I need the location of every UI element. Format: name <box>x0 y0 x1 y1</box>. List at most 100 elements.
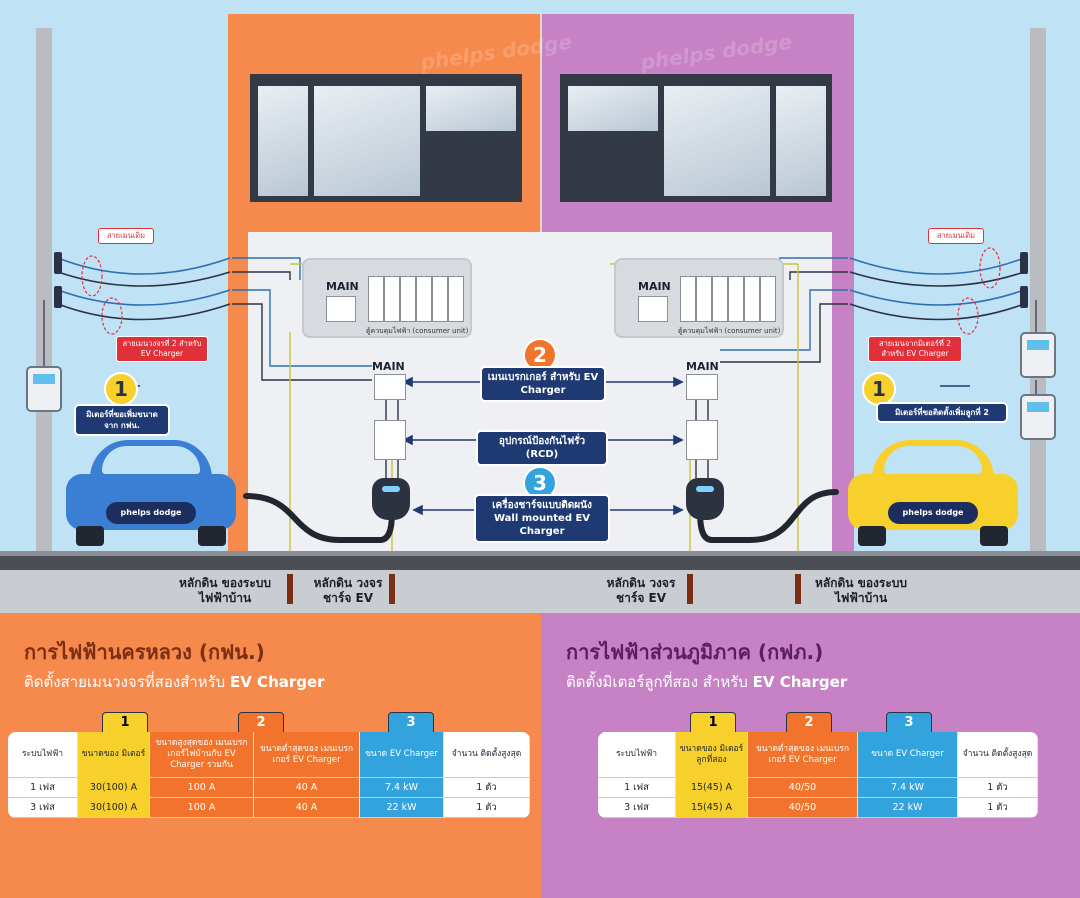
left-utility-pole <box>36 28 52 554</box>
mea-spec-table: ระบบไฟฟ้า ขนาดของ มิเตอร์ ขนาดสูงสุดของ … <box>8 732 530 818</box>
table-cell: 3 เฟส <box>598 798 676 818</box>
tag-second-wire-left: สายเมนวงจรที่ 2 สำหรับ EV Charger <box>116 336 208 362</box>
ground-right-house: หลักดิน ของระบบไฟฟ้าบ้าน <box>814 576 908 605</box>
table-cell: 1 ตัว <box>958 798 1038 818</box>
blue-ev-car: phelps dodge <box>66 440 236 546</box>
ground-rod <box>795 574 801 604</box>
callout-1-right-text: มิเตอร์ที่ขอติดตั้งเพิ่มลูกที่ 2 <box>876 402 1008 423</box>
callout-1-left-text: มิเตอร์ที่ขอเพิ่มขนาด จาก กฟน. <box>74 404 170 436</box>
header-cell: ขนาด EV Charger <box>360 732 444 778</box>
table-cell: 1 เฟส <box>598 778 676 798</box>
mea-subtitle: ติดตั้งสายเมนวงจรที่สองสำหรับ EV Charger <box>24 670 325 694</box>
ground-rod <box>687 574 693 604</box>
consumer-unit-left: MAIN ตู้ควบคุมไฟฟ้า (consumer unit) <box>302 258 472 338</box>
header-cell: ขนาด EV Charger <box>858 732 958 778</box>
header-cell: จำนวน ติดตั้งสูงสุด <box>444 732 530 778</box>
callout-rcd-text: อุปกรณ์ป้องกันไฟรั่ว (RCD) <box>476 430 608 466</box>
ground-left-house: หลักดิน ของระบบไฟฟ้าบ้าน <box>178 576 272 605</box>
ground-right-ev: หลักดิน วงจรชาร์จ EV <box>606 576 676 605</box>
mea-subtitle-text: ติดตั้งสายเมนวงจรที่สองสำหรับ <box>24 673 226 691</box>
ev-main-breaker-left <box>374 374 406 400</box>
pea-title: การไฟฟ้าส่วนภูมิภาค (กฟภ.) <box>566 640 824 664</box>
pea-subtitle-text: ติดตั้งมิเตอร์ลูกที่สอง สำหรับ <box>566 673 748 691</box>
main-label: MAIN <box>326 280 359 293</box>
consumer-unit-label: ตู้ควบคุมไฟฟ้า (consumer unit) <box>366 327 469 335</box>
table-cell: 7.4 kW <box>360 778 444 798</box>
table-cell: 100 A <box>150 778 254 798</box>
pea-subtitle: ติดตั้งมิเตอร์ลูกที่สอง สำหรับ EV Charge… <box>566 670 847 694</box>
table-cell: 1 เฟส <box>8 778 78 798</box>
header-cell: ขนาดต่ำสุดของ เมนเบรกเกอร์ EV Charger <box>748 732 858 778</box>
meter-right-second <box>1020 394 1056 440</box>
pea-tab-3: 3 <box>886 712 932 732</box>
main-label: MAIN <box>638 280 671 293</box>
table-cell: 15(45) A <box>676 798 748 818</box>
road-curb <box>0 556 1080 570</box>
tag-existing-wire-right: สายเมนเดิม <box>928 228 984 244</box>
car-logo: phelps dodge <box>888 502 978 524</box>
tag-existing-wire-left: สายเมนเดิม <box>98 228 154 244</box>
table-cell: 1 ตัว <box>444 798 530 818</box>
mea-tab-3: 3 <box>388 712 434 732</box>
table-cell: 22 kW <box>858 798 958 818</box>
mea-title: การไฟฟ้านครหลวง (กฟน.) <box>24 640 265 664</box>
callout-2-text: เมนเบรกเกอร์ สำหรับ EV Charger <box>480 366 606 402</box>
table-cell: 30(100) A <box>78 798 150 818</box>
ev-main-breaker-right <box>686 374 718 400</box>
main-breaker <box>326 296 356 322</box>
table-cell: 1 ตัว <box>958 778 1038 798</box>
consumer-unit-right: MAIN ตู้ควบคุมไฟฟ้า (consumer unit) <box>614 258 784 338</box>
callout-1-left-badge: 1 <box>104 372 138 406</box>
ground-rod <box>389 574 395 604</box>
callout-3-text: เครื่องชาร์จแบบติดผนัง Wall mounted EV C… <box>474 494 610 543</box>
table-cell: 30(100) A <box>78 778 150 798</box>
ev-main-label-right: MAIN <box>686 360 719 373</box>
header-cell: ขนาดสูงสุดของ เมนเบรกเกอร์ไฟบ้านกับ EV C… <box>150 732 254 778</box>
left-window <box>250 74 522 202</box>
table-cell: 22 kW <box>360 798 444 818</box>
mea-subtitle-bold: EV Charger <box>229 673 325 691</box>
consumer-unit-label: ตู้ควบคุมไฟฟ้า (consumer unit) <box>678 327 781 335</box>
table-cell: 40 A <box>254 778 360 798</box>
callout-1-right-badge: 1 <box>862 372 896 406</box>
pea-tab-1: 1 <box>690 712 736 732</box>
tag-second-wire-right: สายเมนจากมิเตอร์ที่ 2 สำหรับ EV Charger <box>868 336 962 362</box>
car-logo: phelps dodge <box>106 502 196 524</box>
table-header-row: ระบบไฟฟ้า ขนาดของ มิเตอร์ ขนาดสูงสุดของ … <box>8 732 530 778</box>
meter-right-existing <box>1020 332 1056 378</box>
header-cell: ระบบไฟฟ้า <box>598 732 676 778</box>
table-cell: 1 ตัว <box>444 778 530 798</box>
wiring-diagram <box>43 247 1037 576</box>
meter-left <box>26 366 62 412</box>
table-cell: 40/50 <box>748 798 858 818</box>
table-cell: 7.4 kW <box>858 778 958 798</box>
pea-subtitle-bold: EV Charger <box>752 673 848 691</box>
wall-charger-left <box>372 478 410 520</box>
ev-main-label-left: MAIN <box>372 360 405 373</box>
table-cell: 3 เฟส <box>8 798 78 818</box>
mea-tab-2: 2 <box>238 712 284 732</box>
table-cell: 15(45) A <box>676 778 748 798</box>
table-header-row: ระบบไฟฟ้า ขนาดของ มิเตอร์ลูกที่สอง ขนาดต… <box>598 732 1038 778</box>
header-cell: ขนาดต่ำสุดของ เมนเบรกเกอร์ EV Charger <box>254 732 360 778</box>
rcd-right <box>686 420 718 460</box>
rcd-left <box>374 420 406 460</box>
ground-rod <box>287 574 293 604</box>
wall-charger-right <box>686 478 724 520</box>
header-cell: ระบบไฟฟ้า <box>8 732 78 778</box>
header-cell: ขนาดของ มิเตอร์ลูกที่สอง <box>676 732 748 778</box>
pea-tab-2: 2 <box>786 712 832 732</box>
right-window <box>560 74 832 202</box>
branch-breakers <box>680 276 776 322</box>
mea-tab-1: 1 <box>102 712 148 732</box>
table-row: 1 เฟส 30(100) A 100 A 40 A 7.4 kW 1 ตัว <box>8 778 530 798</box>
table-row: 3 เฟส 30(100) A 100 A 40 A 22 kW 1 ตัว <box>8 798 530 818</box>
table-cell: 40/50 <box>748 778 858 798</box>
yellow-ev-car: phelps dodge <box>848 440 1018 546</box>
table-row: 3 เฟส 15(45) A 40/50 22 kW 1 ตัว <box>598 798 1038 818</box>
table-cell: 100 A <box>150 798 254 818</box>
branch-breakers <box>368 276 464 322</box>
table-cell: 40 A <box>254 798 360 818</box>
pea-spec-table: ระบบไฟฟ้า ขนาดของ มิเตอร์ลูกที่สอง ขนาดต… <box>598 732 1038 818</box>
header-cell: ขนาดของ มิเตอร์ <box>78 732 150 778</box>
